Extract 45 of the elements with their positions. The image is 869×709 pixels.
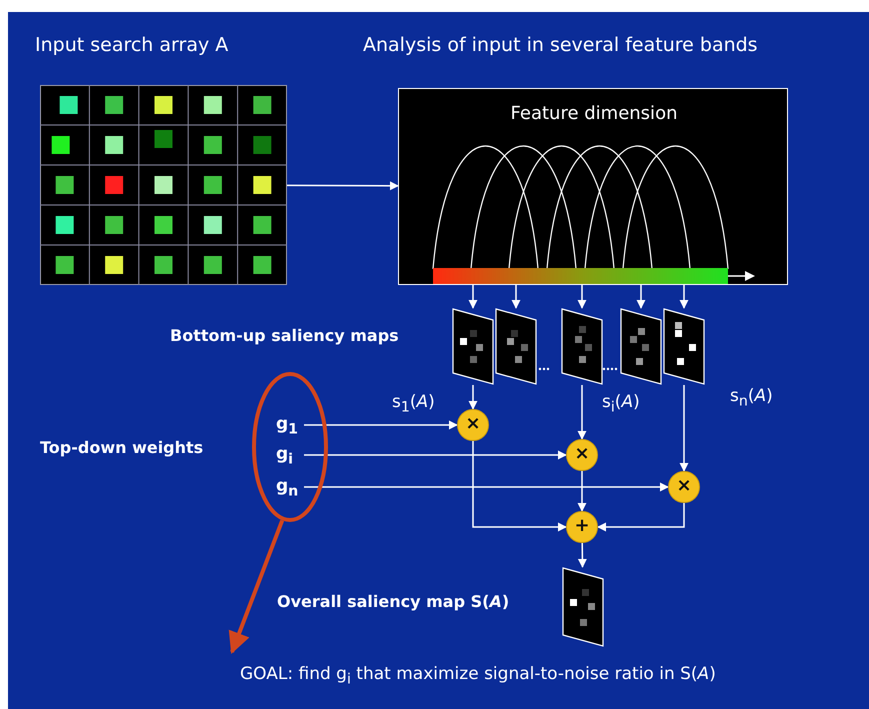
section-label: Bottom-up saliency maps	[170, 326, 399, 346]
saliency-map	[663, 308, 705, 385]
saliency-map	[620, 308, 662, 385]
multiply-node	[668, 471, 700, 503]
weight-symbol: g$_{1}$	[276, 414, 298, 438]
arrow	[304, 450, 567, 460]
panel-title: Feature dimension	[510, 103, 678, 125]
arrow	[578, 542, 587, 568]
saliency-map	[562, 567, 604, 647]
panel-heading: Analysis of input in several feature bands	[363, 34, 758, 57]
multiply-node	[457, 409, 489, 441]
multiply-node	[566, 439, 598, 471]
arrow	[472, 441, 567, 532]
arrow	[287, 181, 399, 190]
arrow	[636, 285, 646, 309]
section-label: Top-down weights	[40, 438, 204, 458]
map-symbol-label: s$_{i}$(A)	[602, 392, 640, 416]
map-caption: Overall saliency map S(A)	[277, 592, 510, 612]
arrow	[512, 285, 520, 309]
saliency-map	[495, 308, 537, 385]
weight-symbol: g$_{n}$	[276, 476, 298, 500]
goal-text: GOAL: find g$_{i}$ that maximize signal-to-noise ratio in S(A)	[240, 664, 716, 688]
operator-symbol: ×	[464, 413, 482, 435]
arrow	[468, 285, 478, 309]
arrow	[304, 482, 669, 492]
saliency-map	[452, 308, 494, 385]
selection-ellipse	[252, 372, 328, 522]
operator-symbol: ×	[573, 443, 591, 465]
arrow	[228, 520, 284, 654]
arrow	[578, 385, 586, 440]
saliency-map	[561, 308, 603, 385]
map-symbol-label: s$_{n}$(A)	[730, 386, 773, 410]
arrow	[597, 503, 685, 532]
sum-node	[566, 511, 598, 543]
operator-symbol: +	[573, 515, 591, 537]
arrow	[680, 385, 688, 472]
arrow	[304, 420, 458, 430]
arrow	[578, 471, 586, 512]
arrow	[680, 285, 688, 309]
operator-symbol: ×	[675, 475, 693, 497]
arrow	[468, 385, 478, 410]
map-symbol-label: s$_{1}$(A)	[392, 392, 435, 416]
panel-heading: Input search array A	[35, 34, 228, 57]
arrow	[578, 285, 586, 309]
weight-symbol: g$_{i}$	[276, 444, 294, 468]
